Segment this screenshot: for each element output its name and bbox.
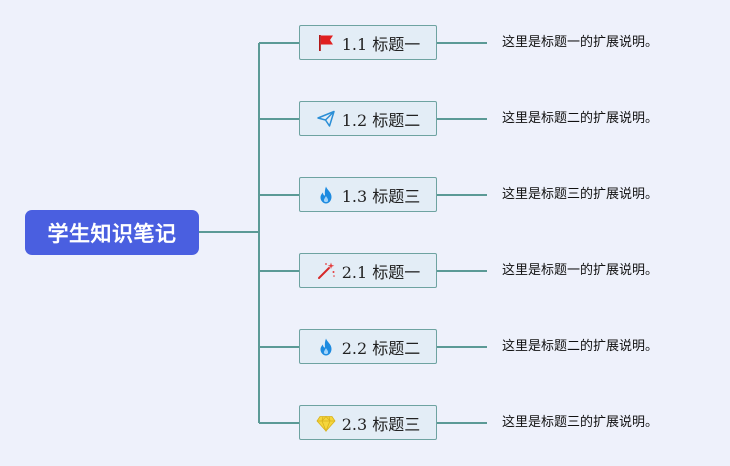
flame-icon bbox=[316, 185, 336, 205]
magic-wand-icon bbox=[316, 261, 336, 281]
root-topic[interactable]: 学生知识笔记 bbox=[25, 210, 199, 255]
topic-label: 2.1 标题一 bbox=[341, 262, 421, 282]
topic-node-1-1[interactable]: 1.1 标题一 bbox=[299, 25, 437, 60]
topic-label: 1.3 标题三 bbox=[341, 186, 421, 206]
topic-description: 这里是标题三的扩展说明。 bbox=[502, 187, 659, 202]
topic-description: 这里是标题一的扩展说明。 bbox=[502, 263, 659, 278]
topic-description: 这里是标题二的扩展说明。 bbox=[502, 111, 659, 126]
topic-label: 1.2 标题二 bbox=[341, 110, 421, 130]
root-topic-label: 学生知识笔记 bbox=[47, 221, 177, 246]
topic-node-2-1[interactable]: 2.1 标题一 bbox=[299, 253, 437, 288]
red-flag-icon bbox=[316, 33, 336, 53]
topic-label: 2.2 标题二 bbox=[341, 338, 421, 358]
topic-node-2-3[interactable]: 2.3 标题三 bbox=[299, 405, 437, 440]
topic-node-1-3[interactable]: 1.3 标题三 bbox=[299, 177, 437, 212]
topic-label: 1.1 标题一 bbox=[341, 34, 421, 54]
diamond-icon bbox=[316, 413, 336, 433]
topic-node-1-2[interactable]: 1.2 标题二 bbox=[299, 101, 437, 136]
paper-plane-icon bbox=[316, 109, 336, 129]
flame-icon bbox=[316, 337, 336, 357]
topic-label: 2.3 标题三 bbox=[341, 414, 421, 434]
topic-description: 这里是标题二的扩展说明。 bbox=[502, 339, 659, 354]
topic-node-2-2[interactable]: 2.2 标题二 bbox=[299, 329, 437, 364]
topic-description: 这里是标题一的扩展说明。 bbox=[502, 35, 659, 50]
topic-description: 这里是标题三的扩展说明。 bbox=[502, 415, 659, 430]
